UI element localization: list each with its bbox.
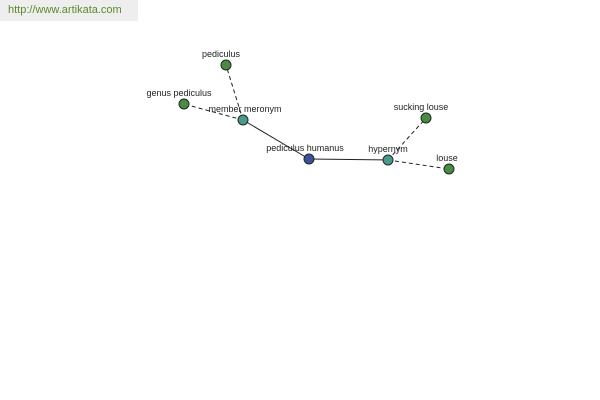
edge-hypernym-to-louse <box>387 159 450 170</box>
node-member-meronym[interactable]: member meronym <box>208 104 282 126</box>
node-sucking-louse[interactable]: sucking louse <box>394 102 449 124</box>
node-genus-pediculus[interactable]: genus pediculus <box>146 88 212 110</box>
node-louse[interactable]: louse <box>436 153 458 175</box>
node-marker-pediculus-humanus[interactable] <box>303 153 315 165</box>
node-label-sucking-louse: sucking louse <box>394 102 449 112</box>
edge-pediculus-humanus-to-hypernym <box>308 158 389 161</box>
node-marker-hypernym[interactable] <box>382 154 394 166</box>
edge-member-meronym-to-pediculus <box>225 64 244 121</box>
nodes-layer: pediculus humanus member meronym hypernym p… <box>146 49 458 175</box>
node-marker-sucking-louse[interactable] <box>420 112 432 124</box>
node-label-member-meronym: member meronym <box>208 104 281 114</box>
node-label-genus-pediculus: genus pediculus <box>146 88 212 98</box>
node-marker-member-meronym[interactable] <box>237 114 249 126</box>
node-label-pediculus-humanus: pediculus humanus <box>266 143 344 153</box>
node-hypernym[interactable]: hypernym <box>368 144 408 166</box>
node-marker-louse[interactable] <box>443 163 455 175</box>
edge-hypernym-to-sucking-louse <box>387 117 427 161</box>
node-label-louse: louse <box>436 153 458 163</box>
node-pediculus[interactable]: pediculus <box>202 49 241 71</box>
node-marker-genus-pediculus[interactable] <box>178 98 190 110</box>
node-pediculus-humanus[interactable]: pediculus humanus <box>266 143 344 165</box>
edge-pediculus-humanus-to-member-meronym <box>242 119 310 160</box>
watermark-url: http://www.artikata.com <box>0 0 138 21</box>
edge-member-meronym-to-genus-pediculus <box>183 103 244 121</box>
node-label-pediculus: pediculus <box>202 49 241 59</box>
node-label-hypernym: hypernym <box>368 144 408 154</box>
node-marker-pediculus[interactable] <box>220 59 232 71</box>
edges-layer <box>183 64 450 170</box>
